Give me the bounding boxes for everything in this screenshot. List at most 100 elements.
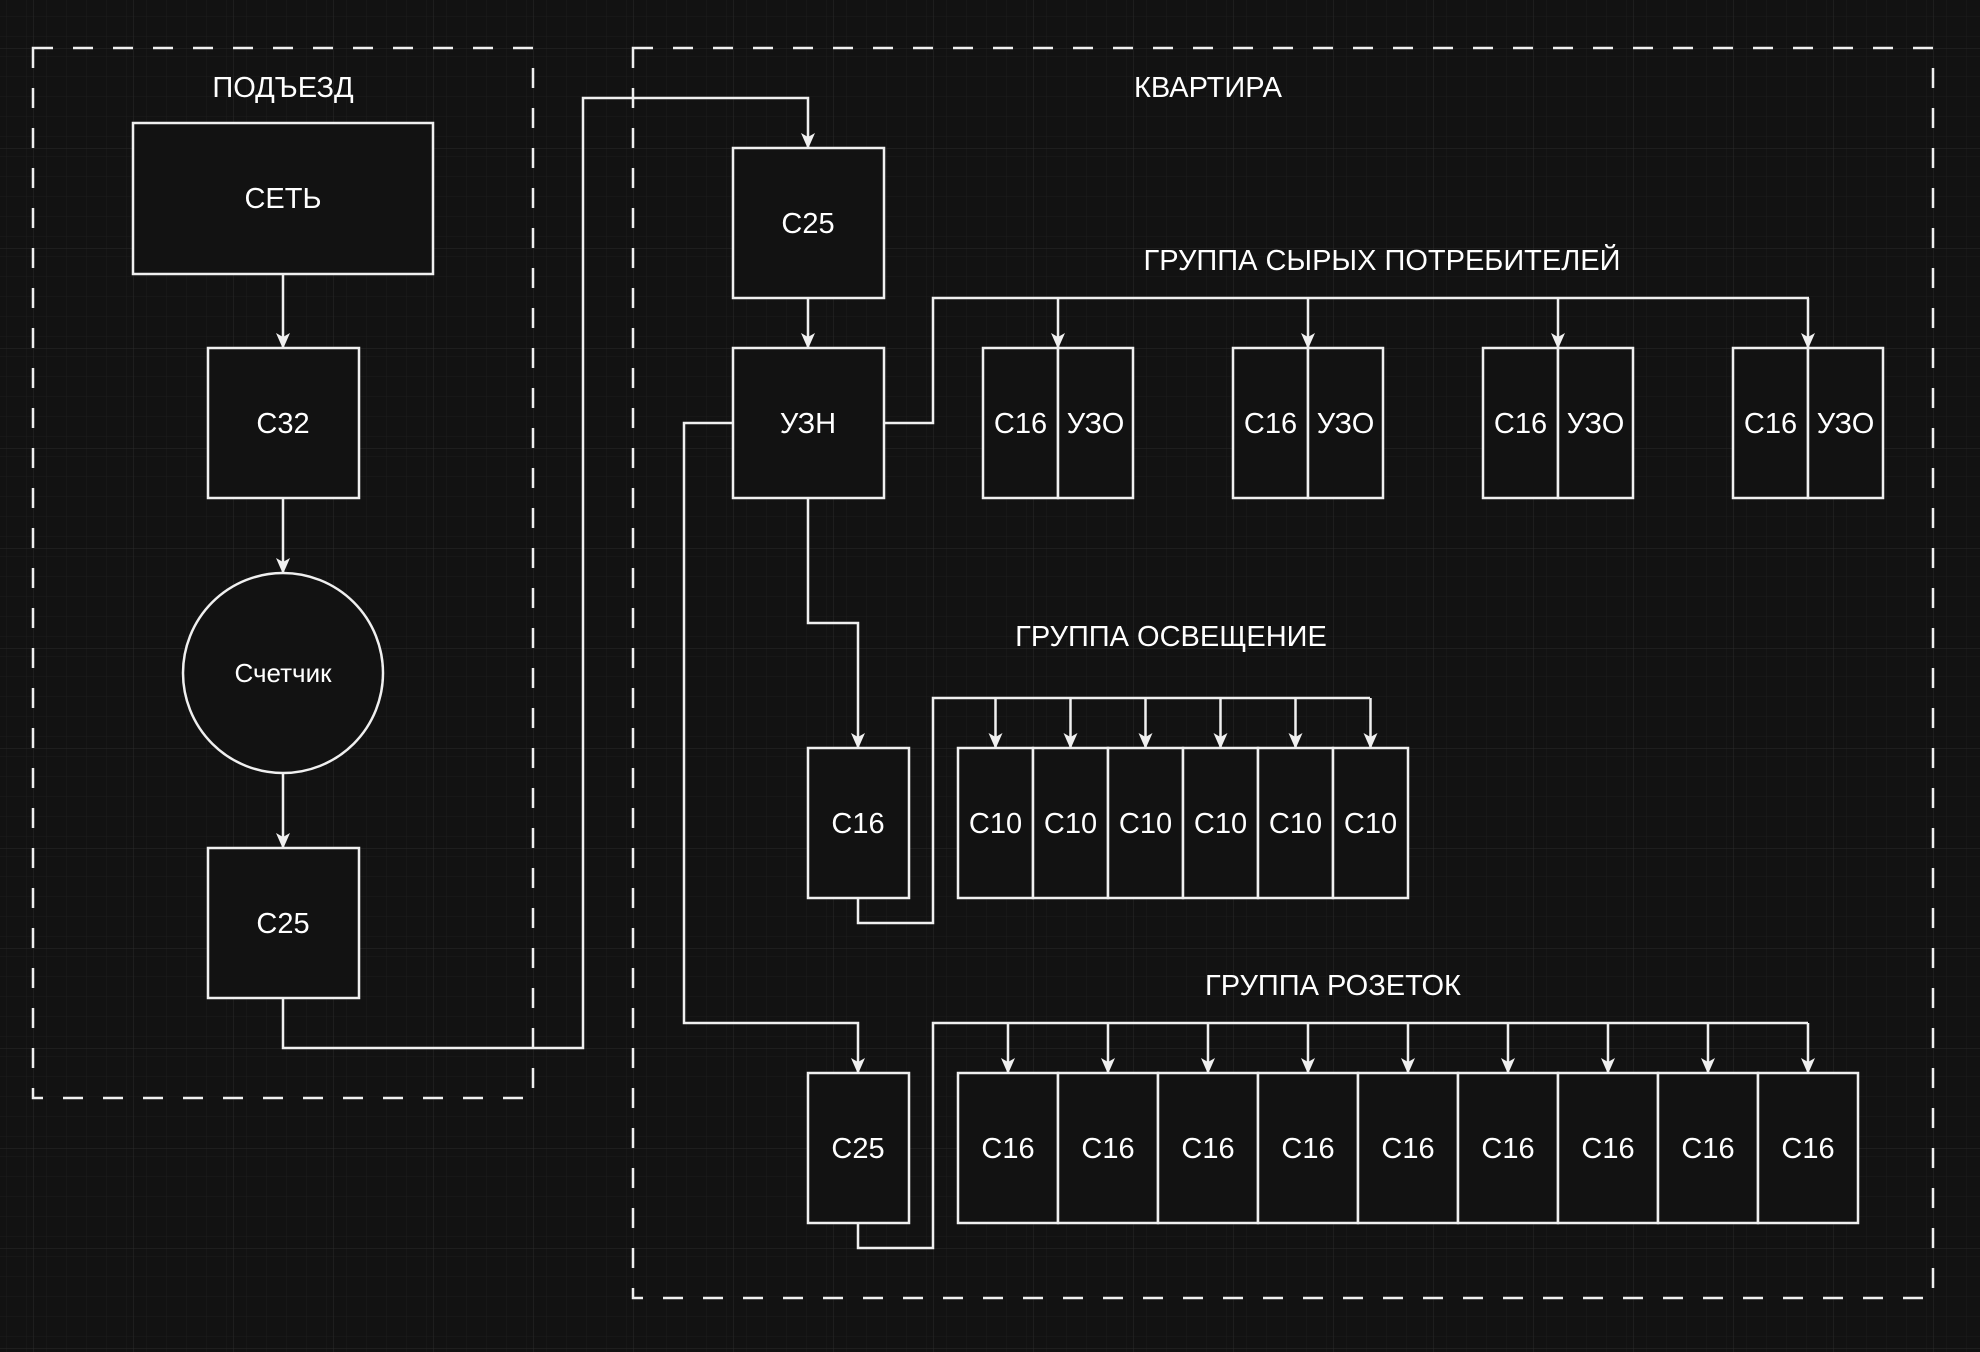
breaker-box xyxy=(981,346,1060,500)
edge-entrance-to-apartment[interactable] xyxy=(281,96,815,1050)
node-voltage-relay-box xyxy=(731,346,886,500)
wet-group-module[interactable]: C16 УЗО xyxy=(981,346,1135,500)
wet-group-module[interactable]: C16 УЗО xyxy=(1231,346,1385,500)
outlet-breaker-box xyxy=(1356,1071,1460,1225)
outlet-breaker[interactable]: C16 xyxy=(1756,1071,1860,1225)
container-entrance[interactable]: ПОДЪЕЗД xyxy=(31,46,535,1100)
lighting-breaker[interactable]: C10 xyxy=(1256,746,1335,900)
edge-uzn-to-lighting[interactable] xyxy=(806,498,865,749)
lighting-breaker[interactable]: C10 xyxy=(956,746,1035,900)
breaker-label: C16 xyxy=(1494,408,1547,440)
outlet-breaker-label: C16 xyxy=(981,1133,1034,1165)
node-meter[interactable]: Счетчик xyxy=(181,571,385,775)
node-input-breaker-box xyxy=(731,146,886,300)
node-lighting-breaker-label: C16 xyxy=(831,808,884,840)
node-meter-breaker-label: C25 xyxy=(256,908,309,940)
lighting-breaker[interactable]: C10 xyxy=(1331,746,1410,900)
outlet-breaker[interactable]: C16 xyxy=(1656,1071,1760,1225)
edges xyxy=(276,96,1815,1250)
outlet-breaker-box xyxy=(1656,1071,1760,1225)
outlet-breaker-label: C16 xyxy=(1081,1133,1134,1165)
edge-uzn-to-outlets[interactable] xyxy=(682,421,865,1074)
breaker-label: C16 xyxy=(994,408,1047,440)
outlets-group: C16 C16 C16 C16 C16 C16 C16 C16 C16 xyxy=(956,1071,1860,1225)
outlet-breaker-label: C16 xyxy=(1781,1133,1834,1165)
rcd-label: УЗО xyxy=(1817,408,1875,440)
node-grid-box xyxy=(131,121,435,276)
container-apartment[interactable]: КВАРТИРА xyxy=(631,46,1935,1300)
lighting-breaker-label: C10 xyxy=(1269,808,1322,840)
lighting-breaker-box xyxy=(1331,746,1410,900)
node-lighting-breaker[interactable]: C16 xyxy=(806,746,911,900)
rcd-label: УЗО xyxy=(1067,408,1125,440)
container-entrance-border xyxy=(31,46,535,1100)
outlet-breaker[interactable]: C16 xyxy=(956,1071,1060,1225)
group-title-lighting: ГРУППА ОСВЕЩЕНИЕ xyxy=(1015,621,1327,653)
lighting-breaker-box xyxy=(1181,746,1260,900)
lighting-breaker[interactable]: C10 xyxy=(1181,746,1260,900)
outlet-breaker-box xyxy=(1456,1071,1560,1225)
edge-uzn-to-wet-bus[interactable] xyxy=(884,296,1809,425)
outlet-breaker[interactable]: C16 xyxy=(1156,1071,1260,1225)
outlet-breaker[interactable]: C16 xyxy=(1056,1071,1160,1225)
outlet-breaker-label: C16 xyxy=(1681,1133,1734,1165)
breaker-box xyxy=(1481,346,1560,500)
node-meter-breaker[interactable]: C25 xyxy=(206,846,361,1000)
container-entrance-label: ПОДЪЕЗД xyxy=(212,72,354,104)
outlet-breaker[interactable]: C16 xyxy=(1356,1071,1460,1225)
outlet-breaker[interactable]: C16 xyxy=(1556,1071,1660,1225)
node-grid[interactable]: СЕТЬ xyxy=(131,121,435,276)
node-main-breaker-label: C32 xyxy=(256,408,309,440)
node-meter-breaker-box xyxy=(206,846,361,1000)
node-outlets-breaker-label: C25 xyxy=(831,1133,884,1165)
edge-outlets-bus[interactable] xyxy=(856,1021,1808,1250)
node-outlets-breaker-box xyxy=(806,1071,911,1225)
outlet-breaker-box xyxy=(1756,1071,1860,1225)
lighting-breaker[interactable]: C10 xyxy=(1031,746,1110,900)
node-grid-label: СЕТЬ xyxy=(244,183,321,215)
edge-lighting-bus[interactable] xyxy=(856,696,1370,925)
wet-group: C16 УЗО C16 УЗО C16 УЗО C16 УЗО xyxy=(981,346,1885,500)
outlet-breaker-label: C16 xyxy=(1181,1133,1234,1165)
breaker-label: C16 xyxy=(1744,408,1797,440)
outlet-breaker-box xyxy=(1156,1071,1260,1225)
outlet-breaker-box xyxy=(1556,1071,1660,1225)
node-voltage-relay[interactable]: УЗН xyxy=(731,346,886,500)
node-outlets-breaker[interactable]: C25 xyxy=(806,1071,911,1225)
node-voltage-relay-label: УЗН xyxy=(780,408,836,440)
outlet-breaker-label: C16 xyxy=(1281,1133,1334,1165)
breaker-label: C16 xyxy=(1244,408,1297,440)
lighting-breaker-box xyxy=(1031,746,1110,900)
lighting-breaker-label: C10 xyxy=(1194,808,1247,840)
lighting-group: C10 C10 C10 C10 C10 C10 xyxy=(956,746,1410,900)
rcd-box xyxy=(1806,346,1885,500)
rcd-box xyxy=(1056,346,1135,500)
node-meter-label: Счетчик xyxy=(235,658,333,688)
outlet-breaker-label: C16 xyxy=(1581,1133,1634,1165)
wet-group-module[interactable]: C16 УЗО xyxy=(1481,346,1635,500)
group-title-outlets: ГРУППА РОЗЕТОК xyxy=(1205,970,1461,1002)
lighting-breaker-label: C10 xyxy=(969,808,1022,840)
lighting-breaker-label: C10 xyxy=(1044,808,1097,840)
wet-group-module[interactable]: C16 УЗО xyxy=(1731,346,1885,500)
rcd-label: УЗО xyxy=(1317,408,1375,440)
container-apartment-label: КВАРТИРА xyxy=(1134,72,1283,104)
rcd-box xyxy=(1306,346,1385,500)
group-title-wet: ГРУППА СЫРЫХ ПОТРЕБИТЕЛЕЙ xyxy=(1144,243,1621,277)
rcd-label: УЗО xyxy=(1567,408,1625,440)
node-input-breaker[interactable]: C25 xyxy=(731,146,886,300)
outlet-breaker-label: C16 xyxy=(1481,1133,1534,1165)
lighting-breaker[interactable]: C10 xyxy=(1106,746,1185,900)
breaker-box xyxy=(1731,346,1810,500)
outlet-breaker-label: C16 xyxy=(1381,1133,1434,1165)
node-main-breaker[interactable]: C32 xyxy=(206,346,361,500)
container-apartment-border xyxy=(631,46,1935,1300)
rcd-box xyxy=(1556,346,1635,500)
node-main-breaker-box xyxy=(206,346,361,500)
node-input-breaker-label: C25 xyxy=(781,208,834,240)
node-lighting-breaker-box xyxy=(806,746,911,900)
outlet-breaker[interactable]: C16 xyxy=(1256,1071,1360,1225)
outlet-breaker[interactable]: C16 xyxy=(1456,1071,1560,1225)
lighting-breaker-label: C10 xyxy=(1119,808,1172,840)
